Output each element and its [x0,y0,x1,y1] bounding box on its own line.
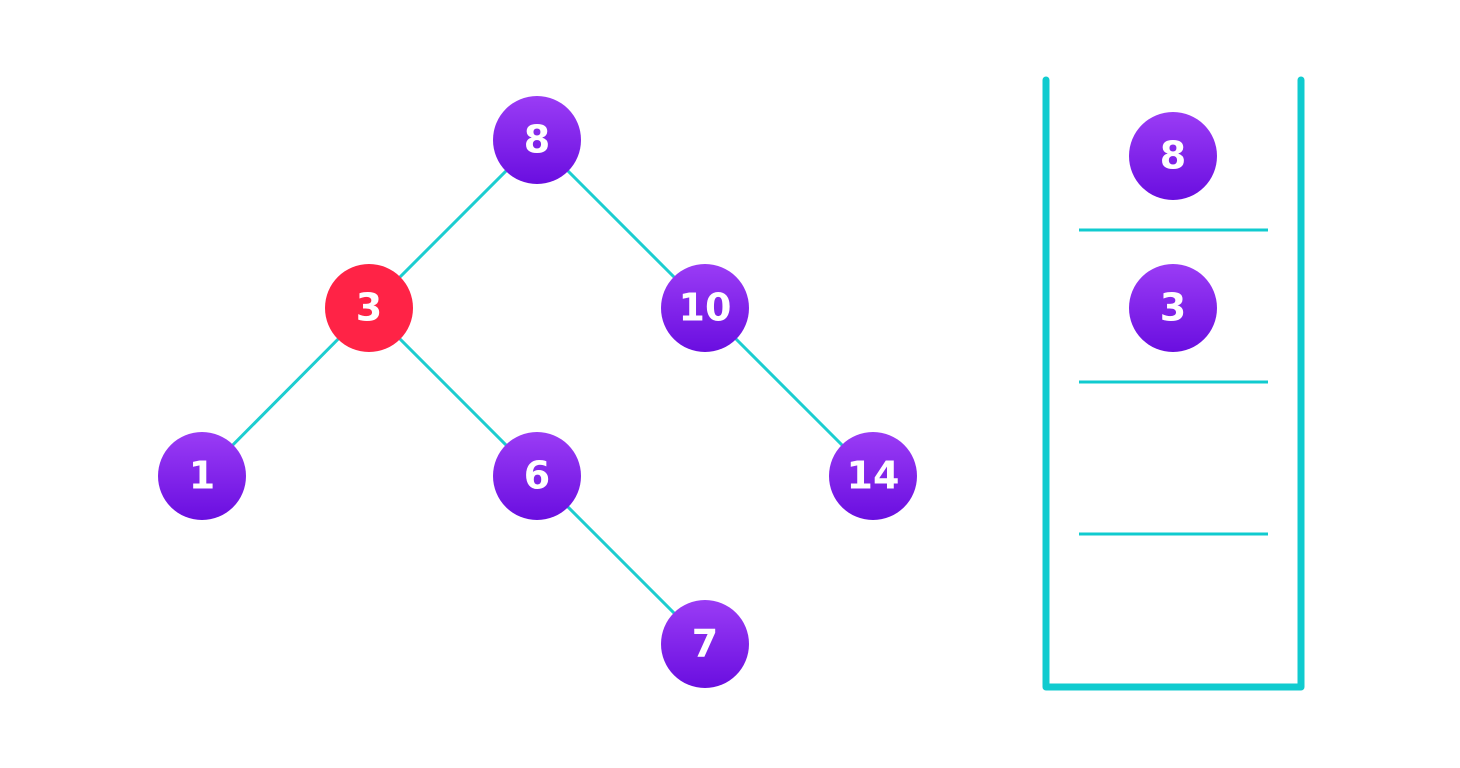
stack-dividers [1079,228,1268,536]
tree-node-7-circle [661,600,749,688]
stack-items: 83 [1129,112,1217,352]
stack-item-8: 8 [1129,112,1217,200]
tree-node-8: 8 [493,96,581,184]
stack-item-3-circle [1129,264,1217,352]
tree-node-3-highlighted: 3 [325,264,413,352]
tree-node-3-highlighted-circle [325,264,413,352]
tree-node-10-label: 10 [679,286,732,330]
tree-nodes: 8 3 10 1 6 14 7 [158,96,917,688]
tree-node-1: 1 [158,432,246,520]
tree-node-6-label: 6 [524,454,550,498]
tree-node-1-label: 1 [189,454,215,498]
tree-node-1-circle [158,432,246,520]
tree-node-7-label: 7 [692,622,718,666]
tree-node-10-circle [661,264,749,352]
tree-node-7: 7 [661,600,749,688]
stack-item-3-label: 3 [1160,286,1186,330]
stack: 83 [1042,76,1305,691]
tree-node-8-circle [493,96,581,184]
binary-tree: 8 3 10 1 6 14 7 [158,96,917,688]
stack-container [1042,76,1305,691]
stack-item-8-label: 8 [1160,134,1186,178]
stack-item-8-circle [1129,112,1217,200]
tree-node-3-highlighted-label: 3 [356,286,382,330]
stack-item-3: 3 [1129,264,1217,352]
tree-node-8-label: 8 [524,118,550,162]
tree-node-14: 14 [829,432,917,520]
tree-node-6-circle [493,432,581,520]
tree-node-14-label: 14 [847,454,900,498]
tree-edges [200,138,875,646]
tree-node-6: 6 [493,432,581,520]
tree-node-14-circle [829,432,917,520]
tree-node-10: 10 [661,264,749,352]
